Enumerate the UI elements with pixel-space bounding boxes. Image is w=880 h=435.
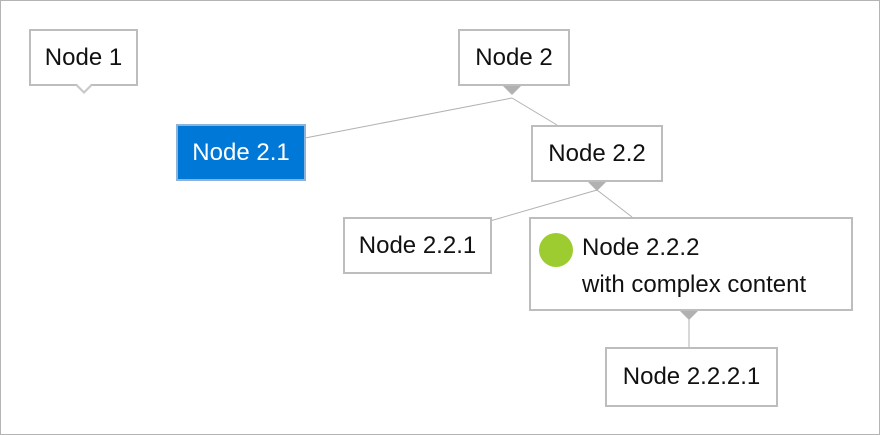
expanded-indicator-icon[interactable] (588, 182, 606, 191)
node-label: Node 2.2.2.1 (622, 363, 761, 390)
edge-node2-2-node2-2-2 (596, 189, 633, 218)
edge-node2-node2-1 (304, 97, 513, 139)
node-sublabel: with complex content (582, 271, 807, 298)
expanded-indicator-icon[interactable] (503, 86, 521, 95)
node-2[interactable]: Node 2 (458, 29, 570, 86)
node-1[interactable]: Node 1 (29, 29, 138, 86)
edge-node2-2-node2-2-1 (489, 189, 598, 222)
node-label: Node 2.2 (548, 139, 646, 167)
node-2-2[interactable]: Node 2.2 (531, 125, 663, 182)
node-2-2-2-1[interactable]: Node 2.2.2.1 (605, 347, 778, 407)
edge-node2-node2-2 (511, 97, 558, 126)
node-2-1[interactable]: Node 2.1 (176, 124, 306, 181)
collapsed-indicator-icon[interactable] (75, 84, 93, 94)
node-label: Node 2.1 (192, 138, 290, 166)
node-label: Node 1 (44, 43, 123, 71)
node-label: Node 2.2.2 (582, 234, 700, 261)
node-label: Node 2 (475, 43, 553, 71)
node-label: Node 2.2.1 (358, 231, 477, 259)
node-complex-content: Node 2.2.2 with complex content (582, 229, 806, 303)
status-dot-icon (539, 233, 573, 267)
node-2-2-1[interactable]: Node 2.2.1 (343, 217, 492, 274)
expanded-indicator-icon[interactable] (680, 311, 698, 320)
node-2-2-2[interactable]: Node 2.2.2 with complex content (529, 217, 853, 311)
